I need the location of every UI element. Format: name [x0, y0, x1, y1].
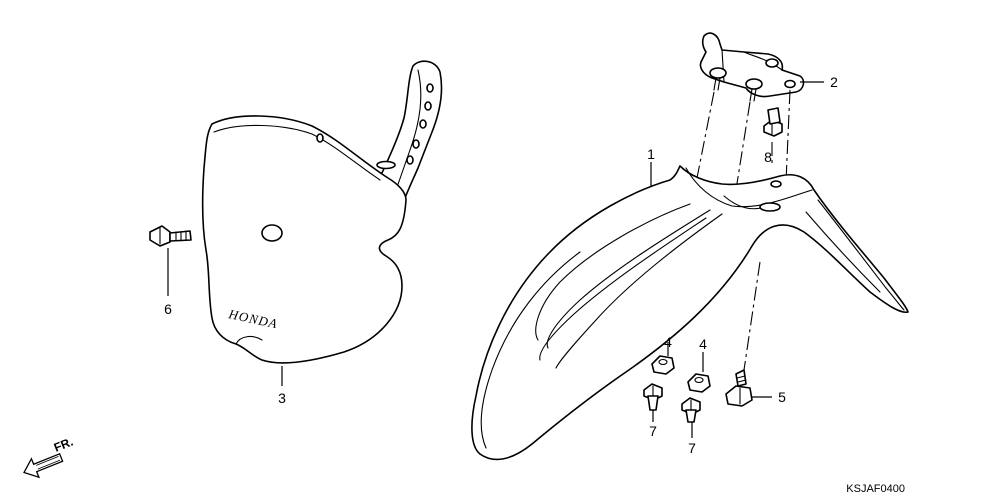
strap-hole	[406, 155, 414, 165]
front-fender	[471, 165, 909, 461]
bracket-hole	[709, 67, 727, 79]
strap-slot	[376, 160, 396, 170]
callout-5: 5	[778, 389, 786, 405]
assembly-line	[743, 261, 761, 371]
callout-4-left: 4	[664, 334, 672, 350]
screw-7-left	[643, 383, 663, 411]
fender-mount-hole	[770, 180, 782, 188]
callout-4-right: 4	[699, 336, 707, 352]
front-fender-rib	[546, 209, 711, 349]
front-fender-top	[685, 167, 813, 208]
assembly-line	[785, 89, 791, 183]
bolt-6	[149, 225, 192, 247]
callout-3: 3	[278, 390, 286, 406]
number-plate-rim	[213, 124, 381, 181]
front-fender-rib	[555, 213, 723, 369]
bolt-8	[763, 107, 783, 137]
front-direction-arrow-icon	[23, 452, 64, 479]
strap-hole	[426, 83, 434, 93]
callout-8: 8	[764, 149, 772, 165]
callout-7-right: 7	[688, 440, 696, 456]
number-plate-strap-edge	[395, 69, 422, 191]
callout-2: 2	[830, 74, 838, 90]
front-fender-tail	[817, 199, 905, 311]
number-plate: HONDA	[201, 60, 443, 364]
fender-bracket-plate	[699, 32, 805, 98]
number-plate-hole	[261, 224, 283, 242]
bracket-hole	[745, 78, 763, 90]
strap-hole	[424, 101, 432, 111]
front-fender-rib	[539, 217, 707, 361]
diagram-code: KSJAF0400	[846, 483, 905, 495]
callout-7-left: 7	[649, 423, 657, 439]
nut-4-left	[651, 355, 675, 375]
front-fender-rib	[535, 203, 691, 341]
direction-label: FR.	[52, 435, 75, 455]
strap-hole	[412, 139, 420, 149]
fender-bracket	[699, 32, 805, 102]
callout-1: 1	[647, 146, 655, 162]
bracket-hole	[784, 79, 796, 89]
fender-mount-hole	[759, 202, 781, 212]
assembly-line	[734, 101, 751, 197]
callout-6: 6	[164, 301, 172, 317]
front-fender-body	[471, 165, 909, 461]
strap-hole	[419, 119, 427, 129]
assembly-line	[696, 91, 715, 179]
bracket-hole	[765, 58, 779, 68]
number-plate-mount-hole	[316, 133, 324, 143]
screw-7-right	[681, 397, 701, 423]
nut-4-right	[687, 373, 711, 393]
bolt-5	[725, 369, 753, 407]
number-plate-rim-bottom	[235, 335, 263, 345]
front-fender-inner-edge	[480, 251, 581, 449]
number-plate-body	[201, 115, 407, 364]
